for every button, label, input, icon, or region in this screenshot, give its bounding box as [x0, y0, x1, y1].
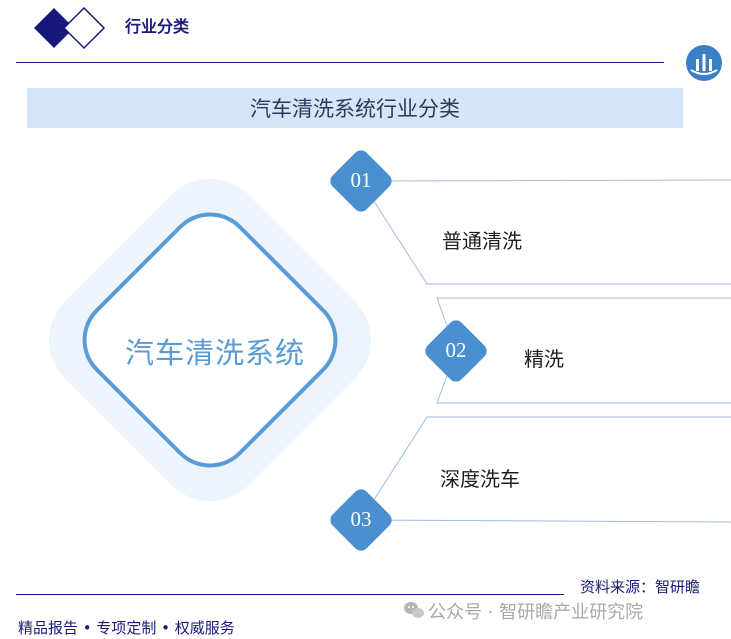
connector-01 [360, 179, 731, 285]
item-number-01: 01 [350, 168, 372, 192]
item-label-01: 普通清洗 [442, 229, 522, 253]
item-number-02: 02 [445, 338, 467, 362]
item-number-03: 03 [350, 507, 372, 531]
connector-03 [360, 416, 731, 523]
item-label-02: 精洗 [524, 347, 564, 371]
banner-title-text: 汽车清洗系统行业分类 [250, 97, 460, 121]
number-diamond-02 [425, 320, 487, 382]
wechat-icon [404, 602, 424, 618]
footer-tagline: 精品报告 • 专项定制 • 权威服务 [18, 619, 235, 637]
source-note: 资料来源：智研瞻 [580, 578, 701, 596]
footer-rule [16, 594, 564, 595]
header-title: 行业分类 [125, 17, 190, 36]
diagram-banner-title: 汽车清洗系统行业分类 [27, 88, 683, 128]
center-outline-diamond [82, 212, 338, 468]
item-label-03: 深度洗车 [440, 467, 520, 491]
brand-logo-icon [686, 45, 722, 81]
number-diamond-01 [330, 150, 392, 212]
number-diamond-03 [330, 489, 392, 551]
center-label: 汽车清洗系统 [124, 336, 305, 370]
header-diamond-logo-icon [34, 6, 106, 50]
watermark-text: 公众号 · 智研瞻产业研究院 [428, 602, 644, 623]
header-rule [16, 62, 664, 63]
